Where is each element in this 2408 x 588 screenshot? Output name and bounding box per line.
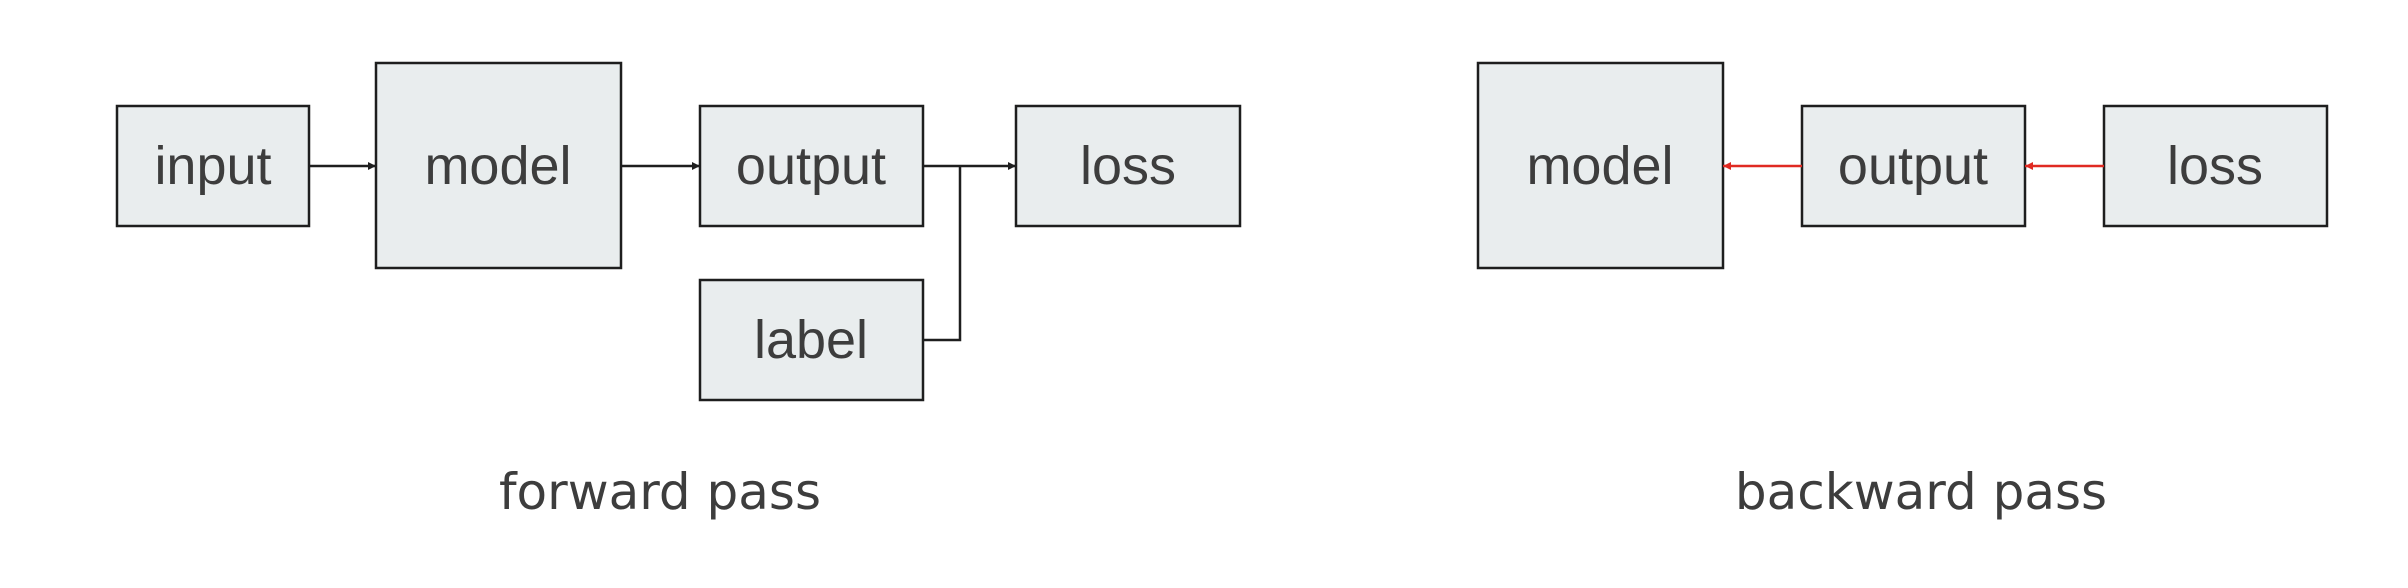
backward-pass-caption: backward pass <box>1735 463 2107 521</box>
backward-model-node: model <box>1476 61 1725 270</box>
forward-input-node: input <box>115 104 311 228</box>
forward-model-node: model <box>374 61 623 270</box>
forward-label-node: label <box>698 278 925 402</box>
backward-loss-label: loss <box>2167 136 2263 196</box>
forward-loss-node: loss <box>1014 104 1242 228</box>
forward-output-label: output <box>736 136 886 196</box>
backward-loss-node: loss <box>2102 104 2329 228</box>
forward-loss-label: loss <box>1080 136 1176 196</box>
forward-input-label: input <box>154 136 271 196</box>
forward-pass-caption: forward pass <box>499 463 821 521</box>
forward-pass-diagram: input model output loss label forward pa… <box>115 61 1242 521</box>
backward-pass-diagram: model output loss backward pass <box>1476 61 2329 521</box>
forward-label-label: label <box>754 310 868 370</box>
forward-model-label: model <box>424 136 571 196</box>
forward-output-node: output <box>698 104 925 228</box>
backward-output-label: output <box>1838 136 1988 196</box>
connector-label-to-loss <box>923 166 962 342</box>
backward-model-label: model <box>1526 136 1673 196</box>
backward-output-node: output <box>1800 104 2027 228</box>
